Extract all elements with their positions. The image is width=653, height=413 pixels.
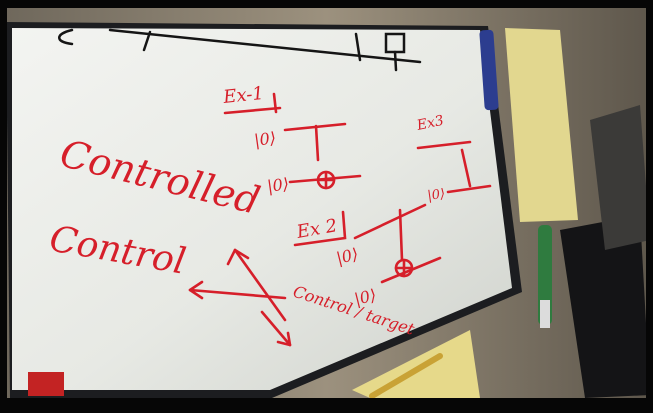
sticky-note <box>505 28 578 222</box>
binder-shape <box>590 105 650 250</box>
blue-marker <box>479 29 499 111</box>
bag-shape <box>560 215 650 398</box>
ket-5: |0⟩ <box>426 187 446 204</box>
red-eraser <box>28 372 64 396</box>
black-ink-sketch <box>58 28 422 72</box>
pencil <box>369 353 443 399</box>
left-letterbox <box>0 0 7 413</box>
ket-3: |0⟩ <box>334 244 360 268</box>
right-letterbox <box>646 0 653 413</box>
ket-4: |0⟩ <box>352 285 378 309</box>
sticky-note-bottom <box>352 330 480 398</box>
ex1-label: Ex-1 <box>221 83 264 108</box>
red-ink-drawings <box>188 92 492 347</box>
top-letterbox <box>0 0 653 8</box>
bottom-letterbox <box>0 398 653 413</box>
ket-2: |0⟩ <box>266 174 290 196</box>
whiteboard <box>12 28 512 390</box>
ket-1: |0⟩ <box>253 128 277 150</box>
green-marker-cap <box>540 300 550 328</box>
ex3-label: Ex3 <box>415 113 446 134</box>
